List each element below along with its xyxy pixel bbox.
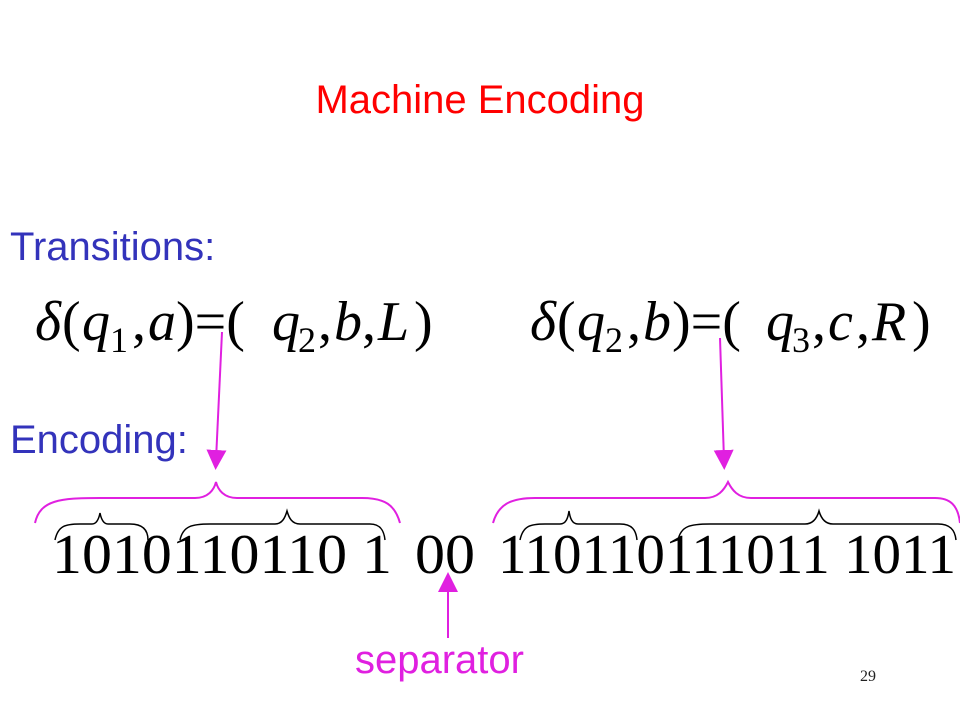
delta-symbol-2: δ <box>530 291 557 353</box>
read-symbol-2: b <box>643 291 671 353</box>
next-state-sub-2: 3 <box>792 320 810 360</box>
encoding-second: 110110111011 1011 <box>498 524 956 586</box>
delta-symbol-1: δ <box>35 291 62 353</box>
comma-2a: , <box>627 291 641 353</box>
move-symbol-1: L <box>377 291 409 353</box>
transitions-label: Transitions: <box>10 225 216 269</box>
comma-1c: , <box>362 291 376 353</box>
arrow-to-second-encoding <box>713 337 734 470</box>
brace-second-encoding <box>492 479 960 524</box>
field-braces <box>54 508 957 541</box>
paren-close-2: ) <box>912 291 931 353</box>
arrow-to-first-encoding <box>206 331 227 470</box>
state-q-2: q <box>577 291 605 353</box>
field-brace-1 <box>54 512 149 541</box>
state-sub-2: 2 <box>605 320 623 360</box>
paren-open-1: ( <box>62 291 81 353</box>
write-symbol-1: b <box>334 291 362 353</box>
state-q-1: q <box>82 291 110 353</box>
field-brace-3 <box>519 510 638 541</box>
encoding-separator: 00 <box>415 524 475 586</box>
close-eq-2: )=( <box>672 291 741 353</box>
comma-2c: , <box>856 291 870 353</box>
page-number: 29 <box>860 668 876 685</box>
read-symbol-1: a <box>148 291 176 353</box>
encoding-label: Encoding: <box>10 418 188 462</box>
next-state-sub-1: 2 <box>298 320 316 360</box>
next-state-q-1: q <box>272 291 300 353</box>
close-eq-1: )=( <box>176 291 245 353</box>
move-symbol-2: R <box>871 291 906 353</box>
comma-1a: , <box>132 291 146 353</box>
state-sub-1: 1 <box>110 320 128 360</box>
comma-2b: , <box>812 291 826 353</box>
field-brace-2 <box>179 508 386 541</box>
comma-1b: , <box>318 291 332 353</box>
transition-formula-2: δ ( q 2 , b )=( q 3 , c , R ) <box>530 291 931 360</box>
encoding-first: 1010110110 1 <box>52 524 392 586</box>
write-symbol-2: c <box>828 291 853 353</box>
slide-title: Machine Encoding <box>315 78 645 122</box>
paren-close-1: ) <box>414 291 433 353</box>
transition-formula-1: δ ( q 1 , a )=( q 2 , b , L ) <box>35 291 433 360</box>
field-brace-4 <box>677 508 957 541</box>
paren-open-2: ( <box>557 291 576 353</box>
brace-first-encoding <box>34 481 401 524</box>
next-state-q-2: q <box>766 291 794 353</box>
separator-label: separator <box>355 638 524 682</box>
